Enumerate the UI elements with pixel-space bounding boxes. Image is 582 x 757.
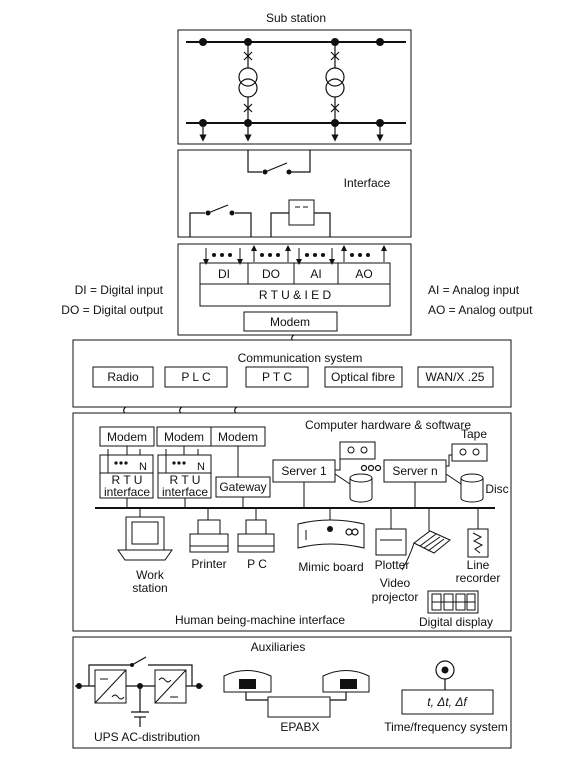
plotter-icon (375, 508, 407, 556)
video-line1: Video (380, 576, 411, 590)
io-di: DI (218, 267, 230, 281)
rtu-interface-2 (157, 446, 212, 499)
telephone-icon (223, 670, 370, 718)
legend-ao: AO = Analog output (428, 303, 533, 317)
legend-do: DO = Digital output (61, 303, 163, 317)
rtu-interface-1 (99, 446, 154, 499)
computer-title: Computer hardware & software (305, 418, 471, 432)
line-recorder-line2: recorder (456, 571, 501, 585)
comm-wan: WAN/X .25 (426, 370, 485, 384)
rtu-ied-label: R T U & I E D (259, 288, 332, 302)
printer-label: Printer (191, 557, 226, 571)
communication-title: Communication system (238, 351, 363, 365)
workstation-line1: Work (136, 568, 165, 582)
epabx-label: EPABX (280, 720, 319, 734)
tf-system-label: Time/frequency system (384, 720, 508, 734)
comm-ptc-box (245, 366, 309, 388)
ups-label: UPS AC-distribution (94, 730, 200, 744)
interface-label: Interface (344, 176, 391, 190)
comm-radio: Radio (107, 370, 139, 384)
comm-ptc: P T C (262, 370, 292, 384)
video-projector-icon (401, 508, 451, 571)
comm-plc: P L C (181, 370, 211, 384)
mimic-board-icon (297, 508, 365, 549)
comm-optical-box (324, 366, 403, 388)
modem-1: Modem (107, 430, 147, 444)
substation-box (177, 29, 412, 145)
interface-contacts (189, 150, 331, 237)
printer-icon (189, 508, 229, 553)
hmi-label: Human being-machine interface (175, 613, 345, 627)
server-n: Server n (392, 464, 437, 478)
rtu-n-1: N (139, 461, 147, 473)
gateway-label: Gateway (219, 480, 266, 494)
disc-icon (334, 473, 484, 503)
mimic-label: Mimic board (298, 560, 363, 574)
substation-single-line (186, 38, 406, 142)
video-line2: projector (372, 590, 419, 604)
comm-optical: Optical fibre (331, 370, 395, 384)
line-recorder-icon (467, 508, 489, 558)
workstation-line2: station (132, 581, 167, 595)
pc-icon (237, 508, 275, 553)
pc-label: P C (247, 557, 267, 571)
server-1: Server 1 (281, 464, 327, 478)
io-ao: AO (355, 267, 372, 281)
rtu-io-block (199, 262, 391, 307)
rtu-interface-2-line1: R T U (170, 473, 201, 487)
disc-label: Disc (485, 482, 508, 496)
time-frequency-icon (401, 660, 494, 715)
server-dots (360, 464, 382, 472)
line-recorder-line1: Line (467, 558, 490, 572)
rtu-interface-1-line1: R T U (112, 473, 143, 487)
auxiliaries-title: Auxiliaries (251, 640, 306, 654)
rtu-interface-1-line2: interface (104, 485, 150, 499)
tape-icon (335, 441, 488, 471)
digital-display-label: Digital display (419, 615, 493, 629)
io-signal-arrows (203, 245, 387, 265)
legend-ai: AI = Analog input (428, 283, 520, 297)
rtu-modem-label: Modem (270, 315, 310, 329)
tf-formula: t, Δt, Δf (427, 695, 468, 709)
modem-2: Modem (164, 430, 204, 444)
plotter-label: Plotter (375, 558, 410, 572)
modem-3: Modem (218, 430, 258, 444)
substation-title: Sub station (266, 11, 326, 25)
comm-wan-box (417, 366, 494, 388)
tape-label: Tape (461, 427, 487, 441)
digital-display-icon (427, 590, 479, 614)
comm-plc-box (164, 366, 228, 388)
rtu-modem-box (243, 311, 338, 332)
legend-di: DI = Digital input (75, 283, 164, 297)
comm-radio-box (92, 366, 154, 388)
io-ai: AI (310, 267, 321, 281)
rtu-interface-2-line2: interface (162, 485, 208, 499)
ups-icon (75, 656, 203, 727)
io-do: DO (262, 267, 280, 281)
workstation-icon (117, 508, 173, 561)
rtu-n-2: N (197, 461, 205, 473)
